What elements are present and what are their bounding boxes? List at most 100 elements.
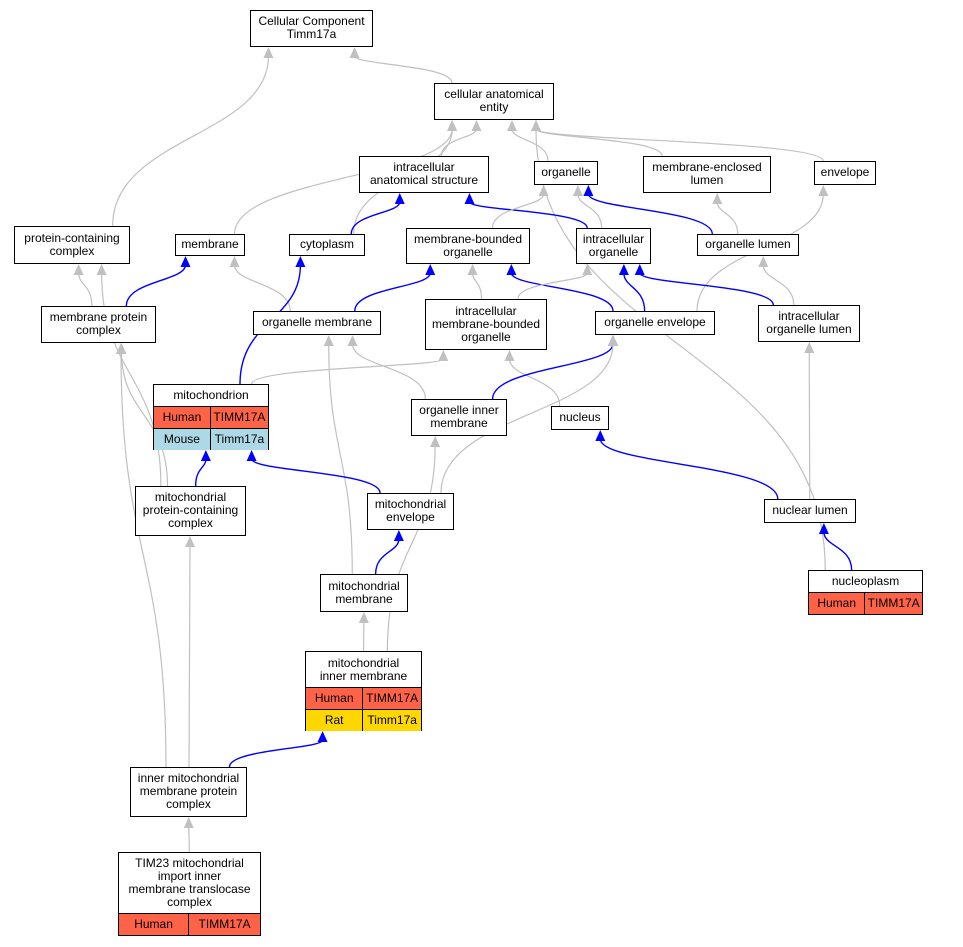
node-oim[interactable]: organelle inner membrane [411, 399, 507, 436]
arrowhead [116, 343, 127, 354]
edge-ias-to-cae [440, 128, 478, 157]
node-label: nucleus [559, 410, 601, 425]
arrowhead [818, 523, 829, 534]
edge-mm-to-om [328, 343, 353, 575]
node-nucleus[interactable]: nucleus [551, 406, 609, 430]
node-mpc[interactable]: membrane protein complex [41, 306, 156, 343]
edge-mim-to-oim [386, 444, 436, 652]
node-label: mitochondrial inner membrane [319, 655, 408, 683]
edge-cytoplasm-to-ias [350, 201, 401, 235]
edge-membrane-to-cae [233, 128, 453, 235]
node-label: organelle inner membrane [419, 403, 499, 431]
edge-imbo-to-mbo [471, 272, 483, 300]
node-tim23[interactable]: TIM23 mitochondrial import inner membran… [118, 852, 261, 936]
node-label: organelle membrane [261, 315, 373, 330]
gene-cell: TIMM17A [188, 914, 260, 936]
arrowhead [804, 342, 815, 353]
node-label: intracellular organelle lumen [766, 309, 852, 337]
arrowhead [582, 264, 593, 275]
node-iol[interactable]: intracellular organelle lumen [758, 305, 860, 342]
arrowhead [618, 264, 629, 275]
node-cae[interactable]: cellular anatomical entity [434, 83, 554, 120]
node-io[interactable]: intracellular organelle [576, 228, 651, 264]
edge-organelle-to-cae [511, 128, 549, 162]
node-label: mitochondrion [173, 388, 249, 403]
edge-tim23-to-impc [188, 825, 190, 853]
node-label: cellular anatomical entity [444, 87, 544, 115]
arrowhead [818, 185, 829, 196]
node-organelle[interactable]: organelle [534, 161, 598, 185]
node-ol[interactable]: organelle lumen [697, 234, 799, 256]
gene-cell: TIMM17A [362, 688, 421, 710]
node-imbo[interactable]: intracellular membrane-bounded organelle [425, 299, 547, 350]
arrowhead [393, 530, 404, 541]
arrowhead [447, 120, 458, 131]
gene-cell: TIMM17A [864, 593, 922, 615]
node-membrane[interactable]: membrane [175, 234, 245, 256]
edge-oe-to-io [623, 272, 646, 312]
gene-cell: Timm17a [209, 429, 268, 451]
node-label: membrane-bounded organelle [413, 231, 523, 259]
arrowhead [358, 612, 369, 623]
node-label: intracellular anatomical structure [369, 160, 479, 188]
node-label: organelle envelope [604, 315, 706, 330]
arrowhead [246, 450, 257, 461]
arrowhead [347, 335, 358, 346]
node-mm[interactable]: mitochondrial membrane [320, 574, 408, 612]
arrowhead [634, 264, 645, 275]
node-impc[interactable]: inner mitochondrial membrane protein com… [130, 767, 247, 817]
edge-ol-to-organelle [587, 193, 713, 235]
node-mpcc[interactable]: mitochondrial protein-containing complex [135, 486, 246, 536]
node-pcc[interactable]: protein-containing complex [14, 226, 130, 264]
arrowhead [504, 350, 515, 361]
edge-mpcc-to-mpc [120, 351, 169, 487]
gene-cell: TIMM17A [209, 407, 268, 429]
node-label: intracellular membrane-bounded organelle [431, 303, 541, 344]
node-envelope[interactable]: envelope [814, 161, 876, 185]
node-label: TIM23 mitochondrial import inner membran… [128, 856, 251, 910]
node-nl[interactable]: nuclear lumen [764, 499, 856, 523]
edge-impc-to-mpcc [188, 544, 191, 768]
species-cell: Mouse [154, 429, 210, 451]
arrowhead [295, 256, 306, 267]
edge-oe-to-mbo [510, 272, 614, 312]
arrowhead [608, 335, 618, 346]
gene-cell: Timm17a [362, 710, 421, 732]
node-oe[interactable]: organelle envelope [595, 311, 715, 335]
node-label: membrane protein complex [49, 310, 148, 338]
edge-nl-to-iol [808, 350, 811, 500]
node-mel[interactable]: membrane-enclosed lumen [643, 156, 771, 193]
edge-mpcc-to-pcc [101, 272, 162, 487]
edge-impc-to-mim [228, 739, 324, 768]
node-label: cytoplasm [299, 237, 355, 252]
node-root[interactable]: Cellular Component Timm17a [250, 10, 373, 47]
node-ias[interactable]: intracellular anatomical structure [359, 156, 489, 193]
node-mbo[interactable]: membrane-bounded organelle [406, 228, 530, 264]
arrowhead [758, 256, 769, 267]
arrowhead [73, 264, 84, 275]
edge-mpc-to-pcc [78, 272, 93, 307]
species-cell: Human [154, 407, 210, 429]
arrowhead [471, 120, 482, 131]
arrowhead [200, 450, 211, 461]
edge-io-to-organelle [577, 193, 603, 229]
node-me[interactable]: mitochondrial envelope [367, 493, 454, 530]
edge-ol-to-mel [716, 201, 739, 235]
edge-mito-to-imbo [251, 358, 444, 385]
node-label: organelle lumen [705, 237, 791, 252]
node-om[interactable]: organelle membrane [253, 311, 381, 335]
node-label: Cellular Component Timm17a [258, 14, 365, 42]
species-cell: Rat [306, 710, 363, 732]
arrowhead [712, 193, 723, 204]
node-cytoplasm[interactable]: cytoplasm [289, 234, 365, 256]
edge-me-to-mito [250, 458, 381, 494]
edge-np-to-nl [823, 531, 853, 571]
edge-mpcc-to-mito [194, 458, 207, 487]
edge-oim-to-om [351, 343, 426, 400]
arrowhead [531, 120, 541, 131]
